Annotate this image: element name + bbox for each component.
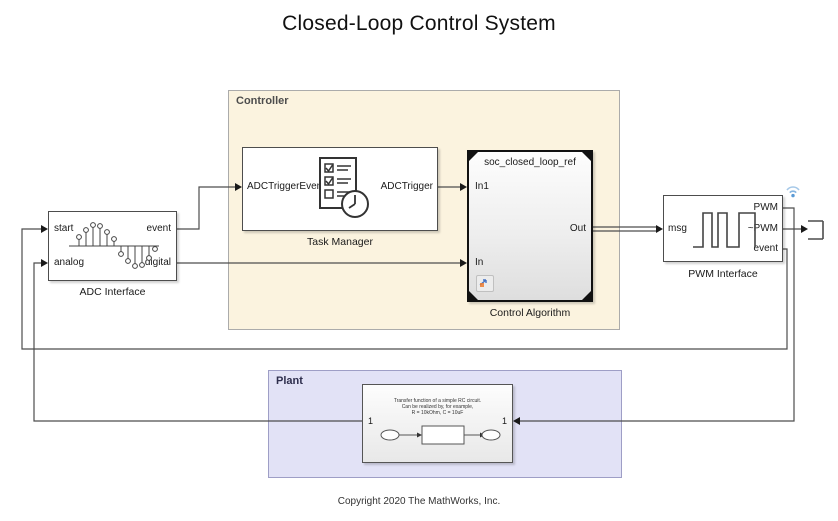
wireless-icon bbox=[786, 186, 800, 198]
wire-plant-to-adc-analog[interactable] bbox=[33, 262, 362, 422]
model-corner-icon bbox=[468, 151, 479, 162]
adc-port-event: event bbox=[146, 223, 171, 234]
plant-inner-diagram-icon bbox=[380, 425, 501, 445]
model-corner-icon bbox=[468, 290, 479, 301]
adc-port-analog: analog bbox=[54, 257, 85, 268]
pwm-interface-label: PWM Interface bbox=[688, 268, 758, 280]
task-manager-block[interactable]: ADCTriggerEvent ADCTrigger bbox=[242, 147, 438, 231]
model-title: Closed-Loop Control System bbox=[282, 12, 556, 35]
control-port-in1: In1 bbox=[475, 181, 489, 192]
pwm-port-msg: msg bbox=[668, 223, 687, 234]
plant-port-out-num: 1 bbox=[368, 416, 374, 426]
task-manager-port-adctriggerevent: ADCTriggerEvent bbox=[247, 181, 325, 192]
copyright-annotation: Copyright 2020 The MathWorks, Inc. bbox=[337, 496, 501, 507]
pwm-interface-block[interactable]: msg PWM ~PWM event bbox=[663, 195, 783, 262]
arrowhead bbox=[513, 417, 520, 425]
model-corner-icon bbox=[581, 151, 592, 162]
plant-port-in-num: 1 bbox=[501, 416, 507, 426]
arrowhead bbox=[41, 259, 48, 267]
model-corner-icon bbox=[581, 290, 592, 301]
arrowhead bbox=[656, 225, 663, 233]
adc-interface-label: ADC Interface bbox=[79, 286, 146, 298]
control-port-out: Out bbox=[569, 223, 586, 234]
pwm-port-event: event bbox=[753, 243, 778, 254]
adc-port-digital: digital bbox=[144, 257, 171, 268]
adc-port-start: start bbox=[54, 223, 74, 234]
arrowhead bbox=[41, 225, 48, 233]
terminator-block[interactable] bbox=[806, 217, 828, 243]
wire-pwm-event-to-adc-start[interactable] bbox=[21, 228, 788, 350]
plant-note-annotation: Transfer function of a simple RC circuit… bbox=[393, 398, 482, 416]
task-manager-port-adctrigger: ADCTrigger bbox=[380, 181, 433, 192]
referenced-model-name: soc_closed_loop_ref bbox=[484, 157, 576, 168]
arrowhead bbox=[460, 183, 467, 191]
task-manager-label: Task Manager bbox=[307, 236, 373, 248]
wire-adc-event-to-task-manager[interactable] bbox=[177, 186, 236, 230]
model-reference-badge-icon bbox=[476, 275, 494, 292]
arrowhead bbox=[460, 259, 467, 267]
pwm-port-npwm: ~PWM bbox=[747, 223, 778, 234]
wire-pwm-to-plant[interactable] bbox=[520, 207, 795, 422]
pwm-port-pwm: PWM bbox=[753, 202, 778, 213]
task-list-clock-icon bbox=[319, 157, 369, 218]
arrowhead bbox=[801, 225, 808, 233]
plant-subsystem-block[interactable]: 1 1 Transfer function of a simple RC cir… bbox=[362, 384, 513, 463]
control-algorithm-block[interactable]: soc_closed_loop_ref In1 In Out bbox=[467, 150, 593, 302]
controller-area-label: Controller bbox=[236, 95, 289, 107]
control-algorithm-label: Control Algorithm bbox=[489, 307, 571, 319]
arrowhead bbox=[235, 183, 242, 191]
pwm-waveform-icon bbox=[693, 212, 756, 248]
control-port-in: In bbox=[475, 257, 484, 268]
adc-waveform-icon bbox=[69, 222, 159, 269]
plant-area-label: Plant bbox=[276, 375, 303, 387]
adc-interface-block[interactable]: start analog event digital bbox=[48, 211, 177, 281]
